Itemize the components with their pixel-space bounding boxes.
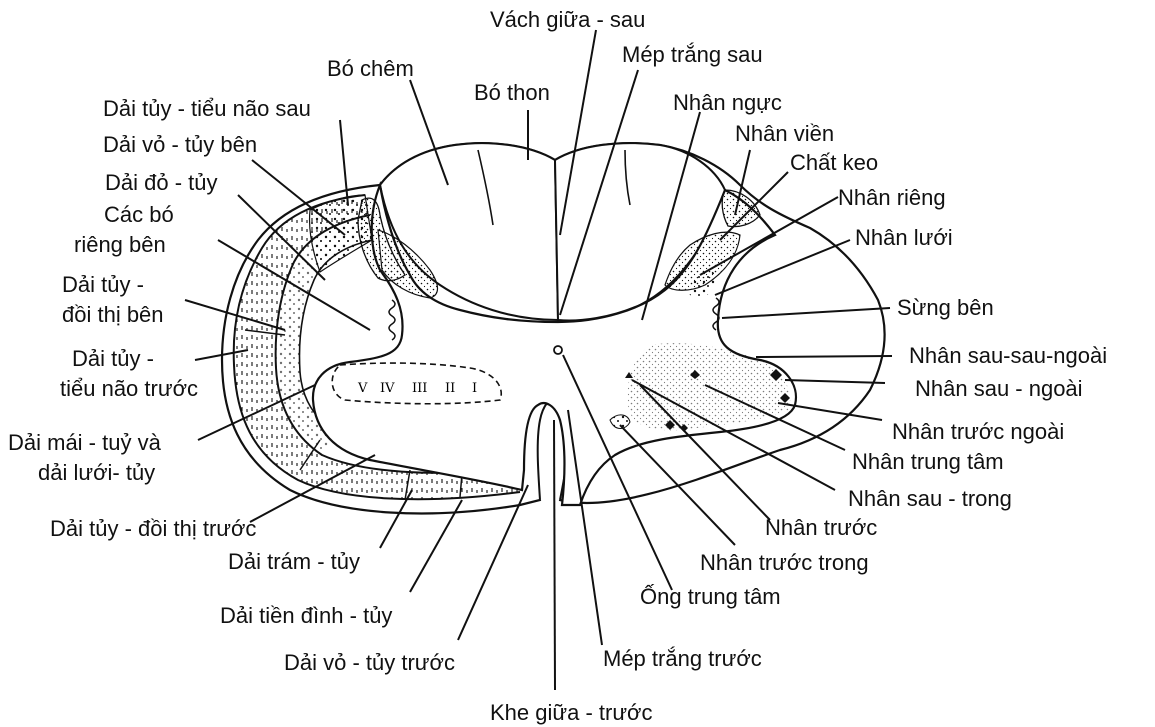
label-nucleus-proprius: Nhân riêng <box>838 187 946 209</box>
label-anterolateral-nucleus: Nhân trước ngoài <box>892 421 1064 443</box>
label-line: Dải tủy - <box>62 270 212 300</box>
lateral-horn-wave-left <box>389 300 395 340</box>
label-ventral-spinocerebellar: Dải tủy - tiểu não trước <box>72 344 252 403</box>
central-canal <box>554 346 562 354</box>
dorsal-horn-right-apex <box>722 190 760 227</box>
label-line: Các bó <box>100 200 250 230</box>
label-cuneate-fasciculus: Bó chêm <box>327 58 414 80</box>
label-anterior-white-commissure: Mép trắng trước <box>603 648 762 670</box>
lamina-numeral: III <box>412 381 427 396</box>
label-reticular-nucleus: Nhân lưới <box>855 227 953 249</box>
lamina-numeral: V <box>357 381 368 396</box>
label-anterior-corticospinal: Dải vỏ - tủy trước <box>284 652 455 674</box>
label-central-nucleus: Nhân trung tâm <box>852 451 1004 473</box>
label-line: Dải tủy - <box>72 344 252 374</box>
label-olivospinal: Dải trám - tủy <box>228 551 360 573</box>
label-anteromedial-nucleus: Nhân trước trong <box>700 552 869 574</box>
label-line: đồi thị bên <box>62 300 212 330</box>
lamina-numeral: IV <box>380 381 395 396</box>
label-posterior-white-commissure: Mép trắng sau <box>622 44 763 66</box>
label-lateral-corticospinal: Dải vỏ - tủy bên <box>103 134 257 156</box>
label-line: riêng bên <box>74 230 250 260</box>
label-marginal-nucleus: Nhân viền <box>735 123 834 145</box>
label-line: tiểu não trước <box>60 374 252 404</box>
label-anterior-nucleus: Nhân trước <box>765 517 877 539</box>
label-tectospinal-reticulospinal: Dải mái - tuỷ và dải lưới- tủy <box>8 428 208 487</box>
label-dorsal-spinocerebellar: Dải tủy - tiểu não sau <box>103 98 311 120</box>
label-vestibulospinal: Dải tiền đình - tủy <box>220 605 392 627</box>
label-substantia-gelatinosa: Chất keo <box>790 152 878 174</box>
label-line: Dải mái - tuỷ và <box>8 428 208 458</box>
label-retroposterolateral-nucleus: Nhân sau-sau-ngoài <box>909 345 1107 367</box>
lamina-numeral: I <box>472 381 477 396</box>
label-lateral-horn: Sừng bên <box>897 297 994 319</box>
label-lateral-spinothalamic: Dải tủy - đồi thị bên <box>62 270 212 329</box>
label-rubrospinal: Dải đỏ - tủy <box>105 172 218 194</box>
label-central-canal: Ống trung tâm <box>640 586 781 608</box>
label-posterior-median-septum: Vách giữa - sau <box>490 9 645 31</box>
label-lateral-fasciculi-proprii: Các bó riêng bên <box>100 200 250 259</box>
label-thoracic-nucleus: Nhân ngực <box>673 92 782 114</box>
label-line: dải lưới- tủy <box>8 458 208 488</box>
label-anterior-spinothalamic: Dải tủy - đồi thị trước <box>50 518 256 540</box>
label-gracile-fasciculus: Bó thon <box>474 82 550 104</box>
label-posterolateral-nucleus: Nhân sau - ngoài <box>915 378 1083 400</box>
lamina-numeral: II <box>445 381 455 396</box>
label-anterior-median-fissure: Khe giữa - trước <box>490 702 653 724</box>
label-posteromedial-nucleus: Nhân sau - trong <box>848 488 1012 510</box>
